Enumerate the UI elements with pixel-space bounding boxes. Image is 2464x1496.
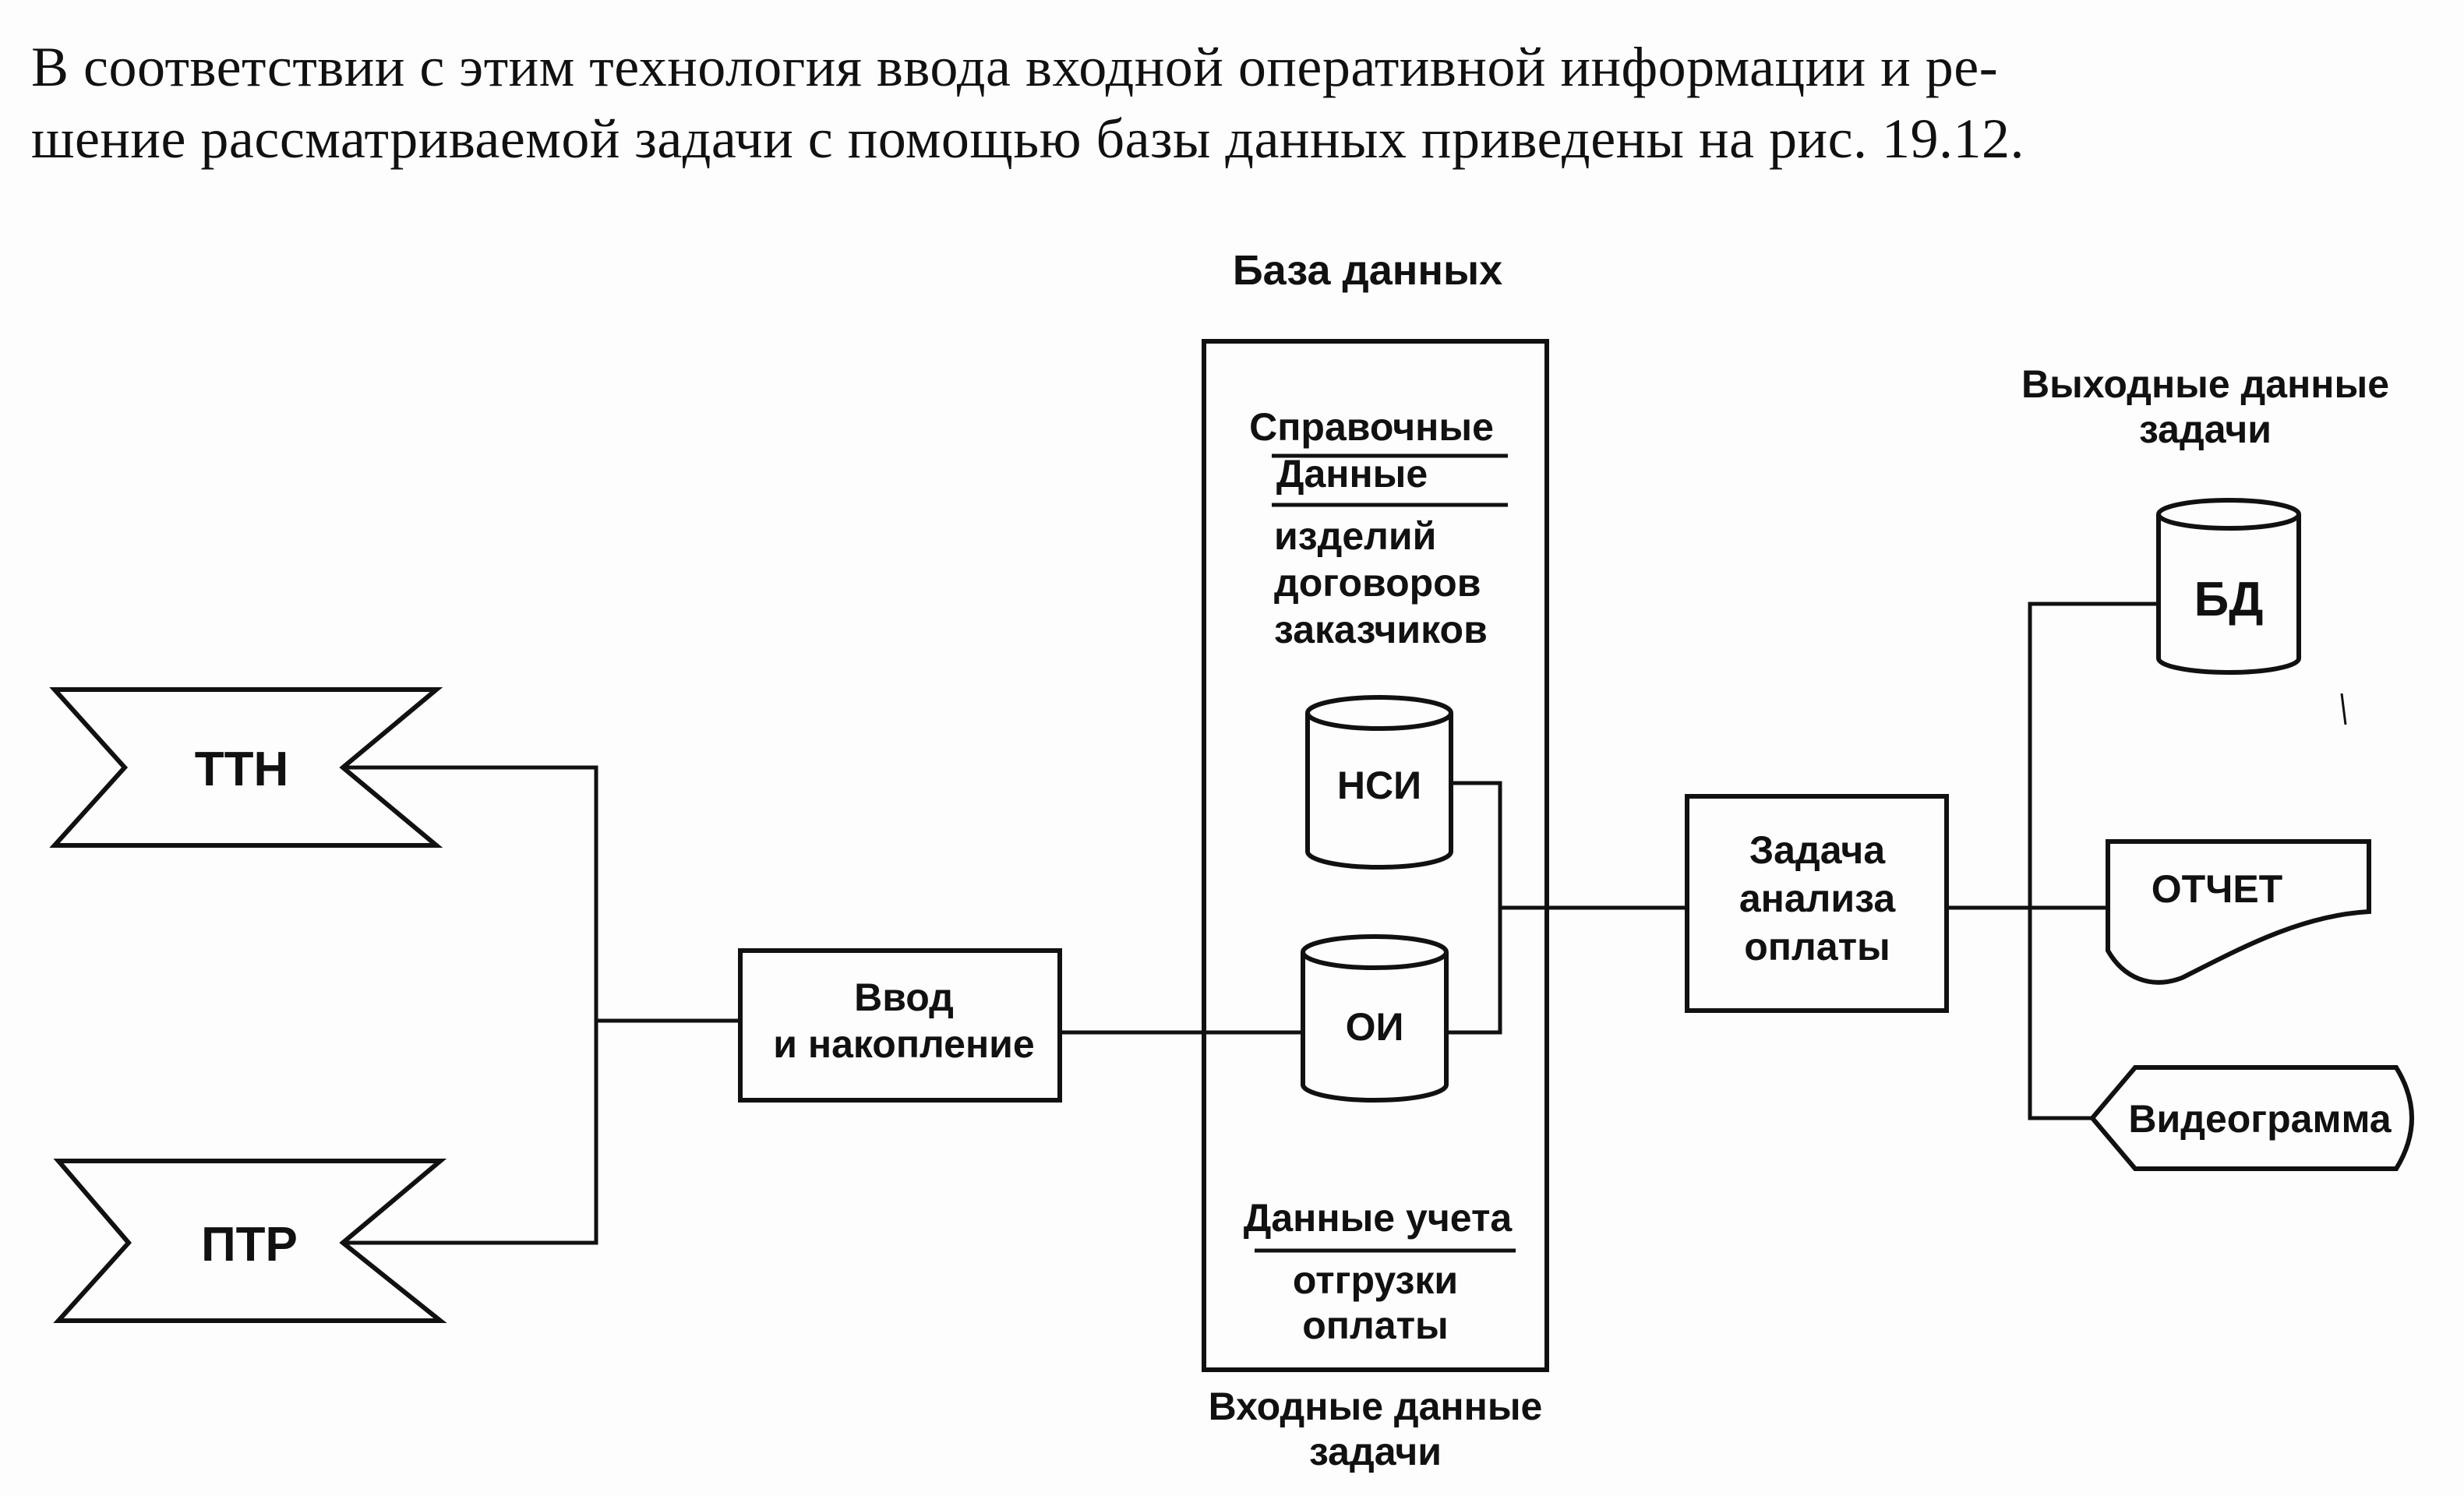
accounting-item-2: оплаты — [1302, 1304, 1449, 1347]
reference-data-header-2: Данные — [1276, 452, 1428, 496]
reference-item-1: изделий — [1274, 514, 1436, 558]
nsi-cylinder: НСИ — [1305, 695, 1453, 870]
oi-label: ОИ — [1346, 1005, 1404, 1049]
intro-paragraph: В соответствии с этим технология ввода в… — [31, 31, 2431, 175]
report-document: ОТЧЕТ — [2106, 839, 2371, 985]
output-caption-1: Выходные данные — [2021, 362, 2389, 406]
ptr-label: ПТР — [201, 1218, 298, 1272]
reference-item-2: договоров — [1274, 561, 1481, 605]
input-caption-2: задачи — [1309, 1430, 1442, 1473]
bd-label: БД — [2194, 573, 2264, 626]
input-accumulation-box: Ввод и накопление — [738, 948, 1062, 1103]
payment-analysis-task-box: Задача анализа оплаты — [1685, 794, 1949, 1013]
intro-line-1: В соответствии с этим технология ввода в… — [31, 36, 1999, 98]
videogram-label: Видеограмма — [2128, 1097, 2392, 1141]
reference-item-3: заказчиков — [1274, 608, 1488, 651]
scan-mark — [2340, 693, 2347, 725]
documents-connector — [343, 765, 598, 1245]
task-label-2: анализа — [1739, 877, 1897, 920]
nsi-label: НСИ — [1337, 764, 1421, 807]
input-accumulation-label-2: и накопление — [773, 1022, 1034, 1066]
bd-cylinder: БД — [2156, 498, 2301, 675]
ttn-document: ТТН — [49, 687, 443, 848]
input-accumulation-label-1: Ввод — [854, 976, 954, 1019]
output-caption-2: задачи — [2139, 408, 2272, 451]
task-label-3: оплаты — [1744, 925, 1890, 969]
database-box — [1202, 339, 1549, 1372]
report-label: ОТЧЕТ — [2152, 867, 2282, 911]
ptr-document: ПТР — [53, 1159, 447, 1323]
ttn-label: ТТН — [195, 743, 289, 796]
input-caption-1: Входные данные — [1209, 1385, 1543, 1428]
oi-cylinder: ОИ — [1301, 934, 1449, 1103]
outputs-bus — [2028, 602, 2159, 1120]
intro-line-2: шение рассматриваемой задачи с помощью б… — [31, 108, 2025, 170]
reference-data-header-1: Справочные — [1249, 405, 1494, 449]
task-label-1: Задача — [1749, 828, 1886, 872]
database-title: База данных — [1233, 247, 1502, 294]
accounting-data-header: Данные учета — [1244, 1196, 1513, 1240]
accounting-item-1: отгрузки — [1293, 1258, 1458, 1302]
videogram-display: Видеограмма — [2089, 1065, 2414, 1171]
